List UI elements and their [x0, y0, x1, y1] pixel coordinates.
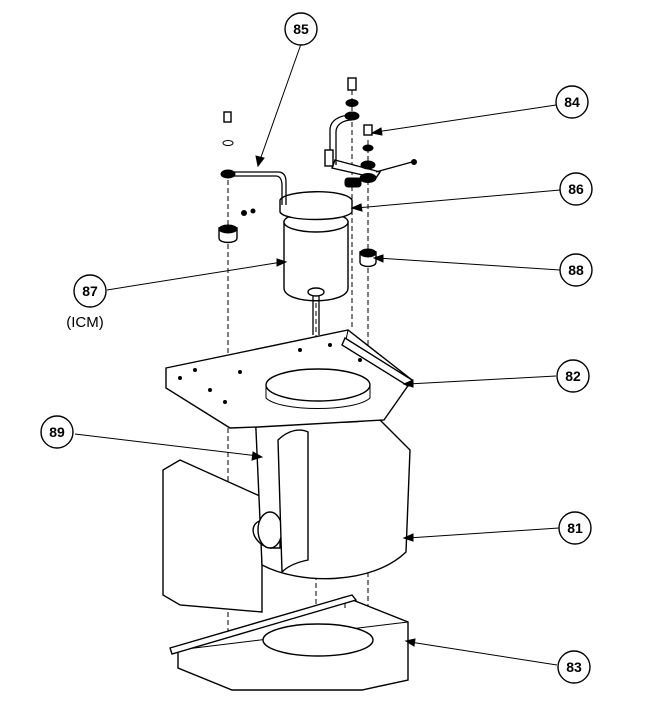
callout-88: 88: [559, 253, 593, 287]
callout-87-label: 87: [82, 283, 98, 299]
callout-83-label: 83: [566, 659, 582, 675]
top-plate: [165, 329, 413, 429]
side-panel: [162, 459, 263, 613]
motor: [283, 211, 349, 335]
callout-87: 87 (ICM): [66, 274, 107, 331]
cutoff-plate: [277, 429, 309, 574]
icm-note: (ICM): [66, 314, 104, 331]
callout-86-label: 86: [568, 181, 584, 197]
callout-86: 86: [559, 172, 593, 206]
callout-82: 82: [556, 359, 590, 393]
callout-81: 81: [558, 511, 592, 545]
motor-mount: [279, 159, 417, 221]
callout-88-label: 88: [568, 262, 584, 278]
callout-82-label: 82: [565, 368, 581, 384]
callout-84: 84: [555, 85, 589, 119]
callout-81-label: 81: [567, 520, 583, 536]
leader-lines: [74, 43, 561, 666]
callout-83: 83: [557, 650, 591, 684]
bottom-plate: [169, 594, 409, 691]
callout-85-label: 85: [293, 21, 309, 37]
hardware-stack: [344, 77, 377, 183]
callout-85: 85: [284, 12, 318, 46]
grommets: [218, 111, 377, 268]
upper-conduit: [324, 114, 353, 167]
wiring-harness: [220, 169, 287, 205]
callout-89: 89: [40, 415, 74, 449]
callout-89-label: 89: [49, 424, 65, 440]
callout-84-label: 84: [564, 94, 580, 110]
